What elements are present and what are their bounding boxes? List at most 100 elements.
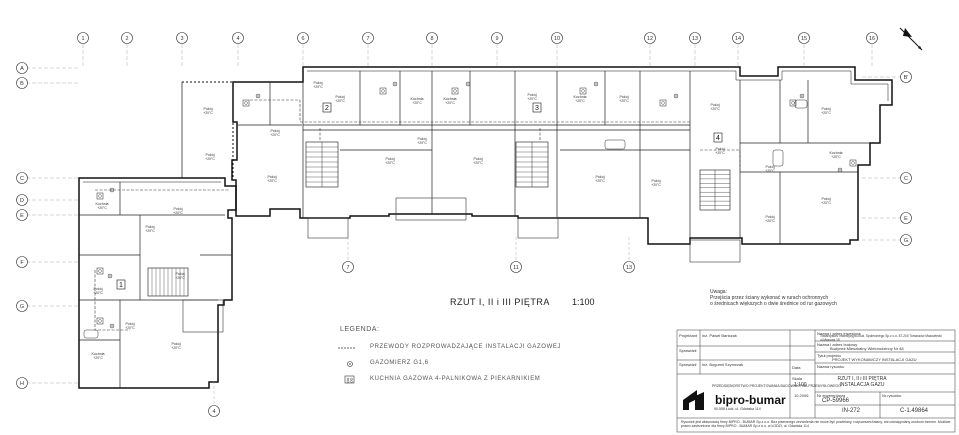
note-block: Uwaga: Przejścia przez ściany wykonać w … (710, 289, 837, 307)
svg-text:9: 9 (495, 36, 498, 42)
svg-text:Kuchnia: Kuchnia (830, 151, 843, 155)
title-block-frame (676, 329, 956, 433)
gas-meter-icon (392, 81, 398, 87)
bipro-bumar-logo-icon (683, 390, 704, 410)
grid-bubble-left: H (16, 377, 28, 389)
grid-bubble-left: F (16, 256, 28, 268)
bathtub-icon (794, 99, 808, 109)
grid-bubble-top: 7 (362, 32, 374, 44)
stair-number: 1 (116, 279, 126, 290)
svg-text:Pokój: Pokój (620, 95, 629, 99)
grid-bubble-top: 14 (732, 32, 744, 44)
svg-text:+20°C: +20°C (173, 211, 183, 215)
svg-text:Pokój: Pokój (206, 153, 215, 157)
grid-bubble-right: C (900, 172, 912, 184)
gas-stove-icon (96, 192, 104, 200)
grid-bubble-right: B' (900, 71, 912, 83)
svg-text:Pokój: Pokój (716, 147, 725, 151)
tb-sheet-label: Nr rysunku (882, 393, 902, 398)
svg-text:+20°C: +20°C (125, 326, 135, 330)
grid-bubble-top: 16 (866, 32, 878, 44)
room-label-room: Pokój+20°C (821, 197, 831, 205)
legend-item-gas-stove: KUCHNIA GAZOWA 4-PALNIKOWA Z PIEKARNIKIE… (370, 376, 541, 382)
room-label-room: Pokój+20°C (619, 95, 629, 103)
svg-text:8: 8 (430, 36, 433, 42)
grid-bubble-right: G (900, 234, 912, 246)
svg-text:+20°C: +20°C (145, 229, 155, 233)
stair-number: 2 (322, 102, 332, 113)
svg-text:H: H (20, 381, 24, 387)
room-label-room: Pokój+20°C (173, 207, 183, 215)
svg-text:Pokój: Pokój (652, 179, 661, 183)
svg-text:B': B' (904, 75, 909, 81)
room-label-room: Pokój+20°C (145, 225, 155, 233)
svg-text:+20°C: +20°C (831, 155, 841, 159)
tb-company-name: bipro-bumar (715, 393, 786, 407)
note-line: Przejścia przez ściany wykonać w rurach … (710, 295, 829, 301)
svg-text:+20°C: +20°C (335, 99, 345, 103)
tb-drawing-label: Nazwa rysunku (817, 364, 845, 369)
gas-meter-icon (465, 81, 471, 87)
svg-text:+20°C: +20°C (765, 219, 775, 223)
svg-text:Pokój: Pokój (174, 207, 183, 211)
svg-text:Pokój: Pokój (711, 103, 720, 107)
stair-number: 4 (713, 132, 723, 143)
grid-bubble-top: 2 (121, 32, 133, 44)
svg-text:Pokój: Pokój (474, 157, 483, 161)
svg-text:4: 4 (716, 135, 720, 142)
svg-text:+20°C: +20°C (821, 111, 831, 115)
room-label-room: Pokój+20°C (335, 95, 345, 103)
room-label-kitchen: Kuchnia+20°C (411, 97, 424, 105)
tb-date-label: Data (792, 365, 801, 370)
tb-name: inż. Paweł Bartczak (702, 333, 737, 338)
room-label-room: Pokój+20°C (93, 287, 103, 295)
grid-bubble-left: D (16, 194, 28, 206)
svg-text:Pokój: Pokój (528, 93, 537, 97)
svg-text:+20°C: +20°C (385, 161, 395, 165)
gas-stove-icon (451, 87, 459, 95)
room-label-room: Pokój+20°C (821, 107, 831, 115)
svg-text:Pokój: Pokój (596, 175, 605, 179)
gas-meter-icon (799, 93, 805, 99)
grid-bubble-bottom: 11 (510, 261, 522, 273)
tb-scale: 1:100 (794, 382, 807, 388)
interior-partitions (79, 71, 870, 388)
grid-bubble-top: 3 (176, 32, 188, 44)
tb-archive-no: C-1.49864 (900, 408, 929, 414)
gas-stove-icon (659, 99, 667, 107)
svg-text:15: 15 (801, 36, 807, 42)
svg-text:10: 10 (554, 36, 560, 42)
svg-text:Kuchnia: Kuchnia (96, 202, 109, 206)
svg-text:3: 3 (535, 105, 539, 112)
tb-stage-label: Tytuł projektu (817, 353, 841, 358)
tb-object: Budynek Mieszkalny Wielorodzinny Nr 48 (830, 346, 904, 351)
grid-bubble-top: 10 (551, 32, 563, 44)
svg-text:G: G (20, 304, 24, 310)
gas-meter-icon (593, 81, 599, 87)
svg-text:B: B (20, 81, 24, 87)
svg-text:+20°C: +20°C (445, 101, 455, 105)
svg-text:+20°C: +20°C (175, 276, 185, 280)
svg-text:+20°C: +20°C (267, 179, 277, 183)
svg-text:Pokój: Pokój (94, 287, 103, 291)
room-label-room: Pokój+20°C (203, 107, 213, 115)
balconies (182, 197, 741, 333)
tb-name: inż. Bogumił Szymczak (702, 362, 744, 367)
bathtub-icon (772, 149, 784, 167)
note-line: o średnicach większych o dwie średnice o… (710, 301, 837, 307)
svg-text:Pokój: Pokój (766, 165, 775, 169)
svg-text:G: G (904, 238, 908, 244)
svg-text:+20°C: +20°C (97, 206, 107, 210)
svg-text:Pokój: Pokój (418, 137, 427, 141)
grid-bubble-left: E (16, 209, 28, 221)
gas-stove-icon (96, 267, 104, 275)
svg-text:F: F (20, 260, 24, 266)
svg-text:+20°C: +20°C (412, 101, 422, 105)
svg-text:Kuchnia: Kuchnia (444, 97, 457, 101)
tb-drawing-name: RZUT I, II i III PIĘTRA INSTALACJA GAZU (837, 376, 887, 388)
gas-meter-icon (837, 167, 843, 173)
svg-text:+20°C: +20°C (270, 133, 280, 137)
tb-role: Projektant (679, 333, 698, 338)
grid-bubble-left: A (16, 62, 28, 74)
